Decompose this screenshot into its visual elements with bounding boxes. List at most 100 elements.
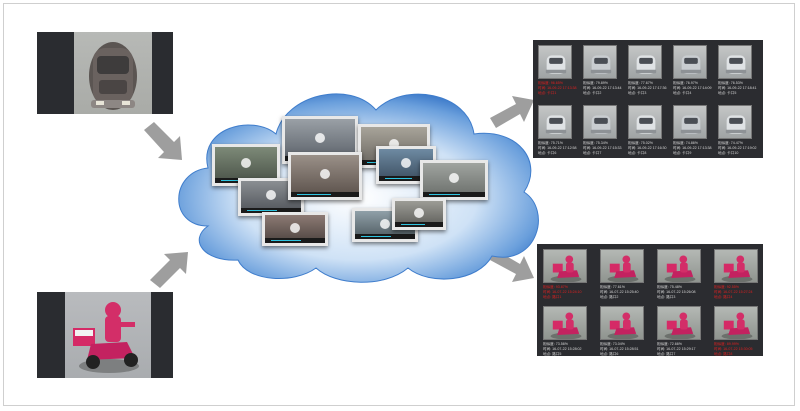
scooter-thumbnail [657, 306, 701, 340]
result-score: 相似度: 89.99% [714, 342, 739, 346]
result-loc: 地点: 路口6 [600, 352, 619, 356]
scooter-thumbnail [600, 306, 644, 340]
result-time: 时间: 16-09-22 17:19:02 [718, 146, 757, 150]
result-time: 时间: 16-07-22 15:25:40 [600, 290, 639, 294]
play-icon [401, 158, 411, 169]
car-photo [74, 32, 152, 114]
result-loc: 地点: 卡口3 [628, 91, 647, 95]
arrow-cloud-to-car-results-icon [490, 96, 534, 128]
result-score: 相似度: 92.55% [714, 285, 739, 289]
result-score: 相似度: 74.47% [718, 141, 743, 145]
result-loc: 地点: 路口3 [657, 295, 676, 299]
result-time: 时间: 16-07-22 15:26:08 [657, 290, 696, 294]
result-time: 时间: 16-09-22 17:17:36 [628, 86, 667, 90]
video-thumbnail [288, 152, 362, 200]
diagram-frame [3, 3, 795, 406]
result-score: 相似度: 75.34% [583, 141, 608, 145]
video-thumbnail [392, 198, 446, 230]
result-time: 时间: 16-09-22 17:13:38 [538, 86, 577, 90]
result-time: 时间: 16-07-22 15:24:10 [543, 290, 582, 294]
progress-bar [241, 208, 301, 213]
car-query-image [37, 32, 173, 114]
progress-bar [395, 222, 443, 227]
car-thumbnail [628, 45, 662, 79]
result-score: 相似度: 76.97% [673, 81, 698, 85]
result-score: 相似度: 76.53% [718, 81, 743, 85]
arrow-scooter-to-cloud-icon [150, 252, 188, 288]
progress-bar [265, 238, 325, 243]
car-thumbnail [583, 105, 617, 139]
car-thumbnail [628, 105, 662, 139]
car-thumbnail [673, 105, 707, 139]
result-time: 时间: 16-09-22 17:14:09 [673, 86, 712, 90]
result-time: 时间: 16-07-22 15:30:05 [714, 347, 753, 351]
arrow-car-to-cloud-icon [144, 122, 182, 160]
progress-bar [291, 192, 359, 197]
result-time: 时间: 16-07-22 15:28:02 [543, 347, 582, 351]
result-score: 相似度: 75.48% [657, 285, 682, 289]
car-thumbnail [538, 45, 572, 79]
result-loc: 地点: 卡口1 [538, 91, 557, 95]
progress-bar [355, 234, 415, 239]
scooter-thumbnail [543, 306, 587, 340]
play-icon [449, 173, 459, 184]
car-thumbnail [583, 45, 617, 79]
video-thumbnail [262, 212, 328, 246]
result-time: 时间: 16-07-22 15:27:24 [714, 290, 753, 294]
progress-bar [379, 176, 433, 181]
result-score: 相似度: 73.04% [600, 342, 625, 346]
result-score: 相似度: 96.65% [538, 81, 563, 85]
result-score: 相似度: 75.71% [538, 141, 563, 145]
result-loc: 地点: 卡口7 [583, 151, 602, 155]
scooter-thumbnail [714, 249, 758, 283]
result-time: 时间: 16-09-22 17:13:38 [673, 146, 712, 150]
result-time: 时间: 16-09-22 17:13:44 [583, 86, 622, 90]
result-time: 时间: 16-07-22 15:28:51 [600, 347, 639, 351]
result-loc: 地点: 路口7 [657, 352, 676, 356]
result-loc: 地点: 卡口9 [673, 151, 692, 155]
result-score: 相似度: 72.66% [657, 342, 682, 346]
play-icon [266, 190, 276, 201]
arrow-cloud-to-scooter-results-icon [490, 250, 534, 282]
car-thumbnail [673, 45, 707, 79]
progress-bar [423, 192, 485, 197]
result-loc: 地点: 卡口6 [538, 151, 557, 155]
car-thumbnail [718, 105, 752, 139]
play-icon [414, 207, 424, 218]
play-icon [241, 158, 251, 169]
play-icon [389, 139, 399, 150]
result-score: 相似度: 73.56% [543, 342, 568, 346]
play-icon [380, 218, 390, 229]
result-loc: 地点: 路口5 [543, 352, 562, 356]
